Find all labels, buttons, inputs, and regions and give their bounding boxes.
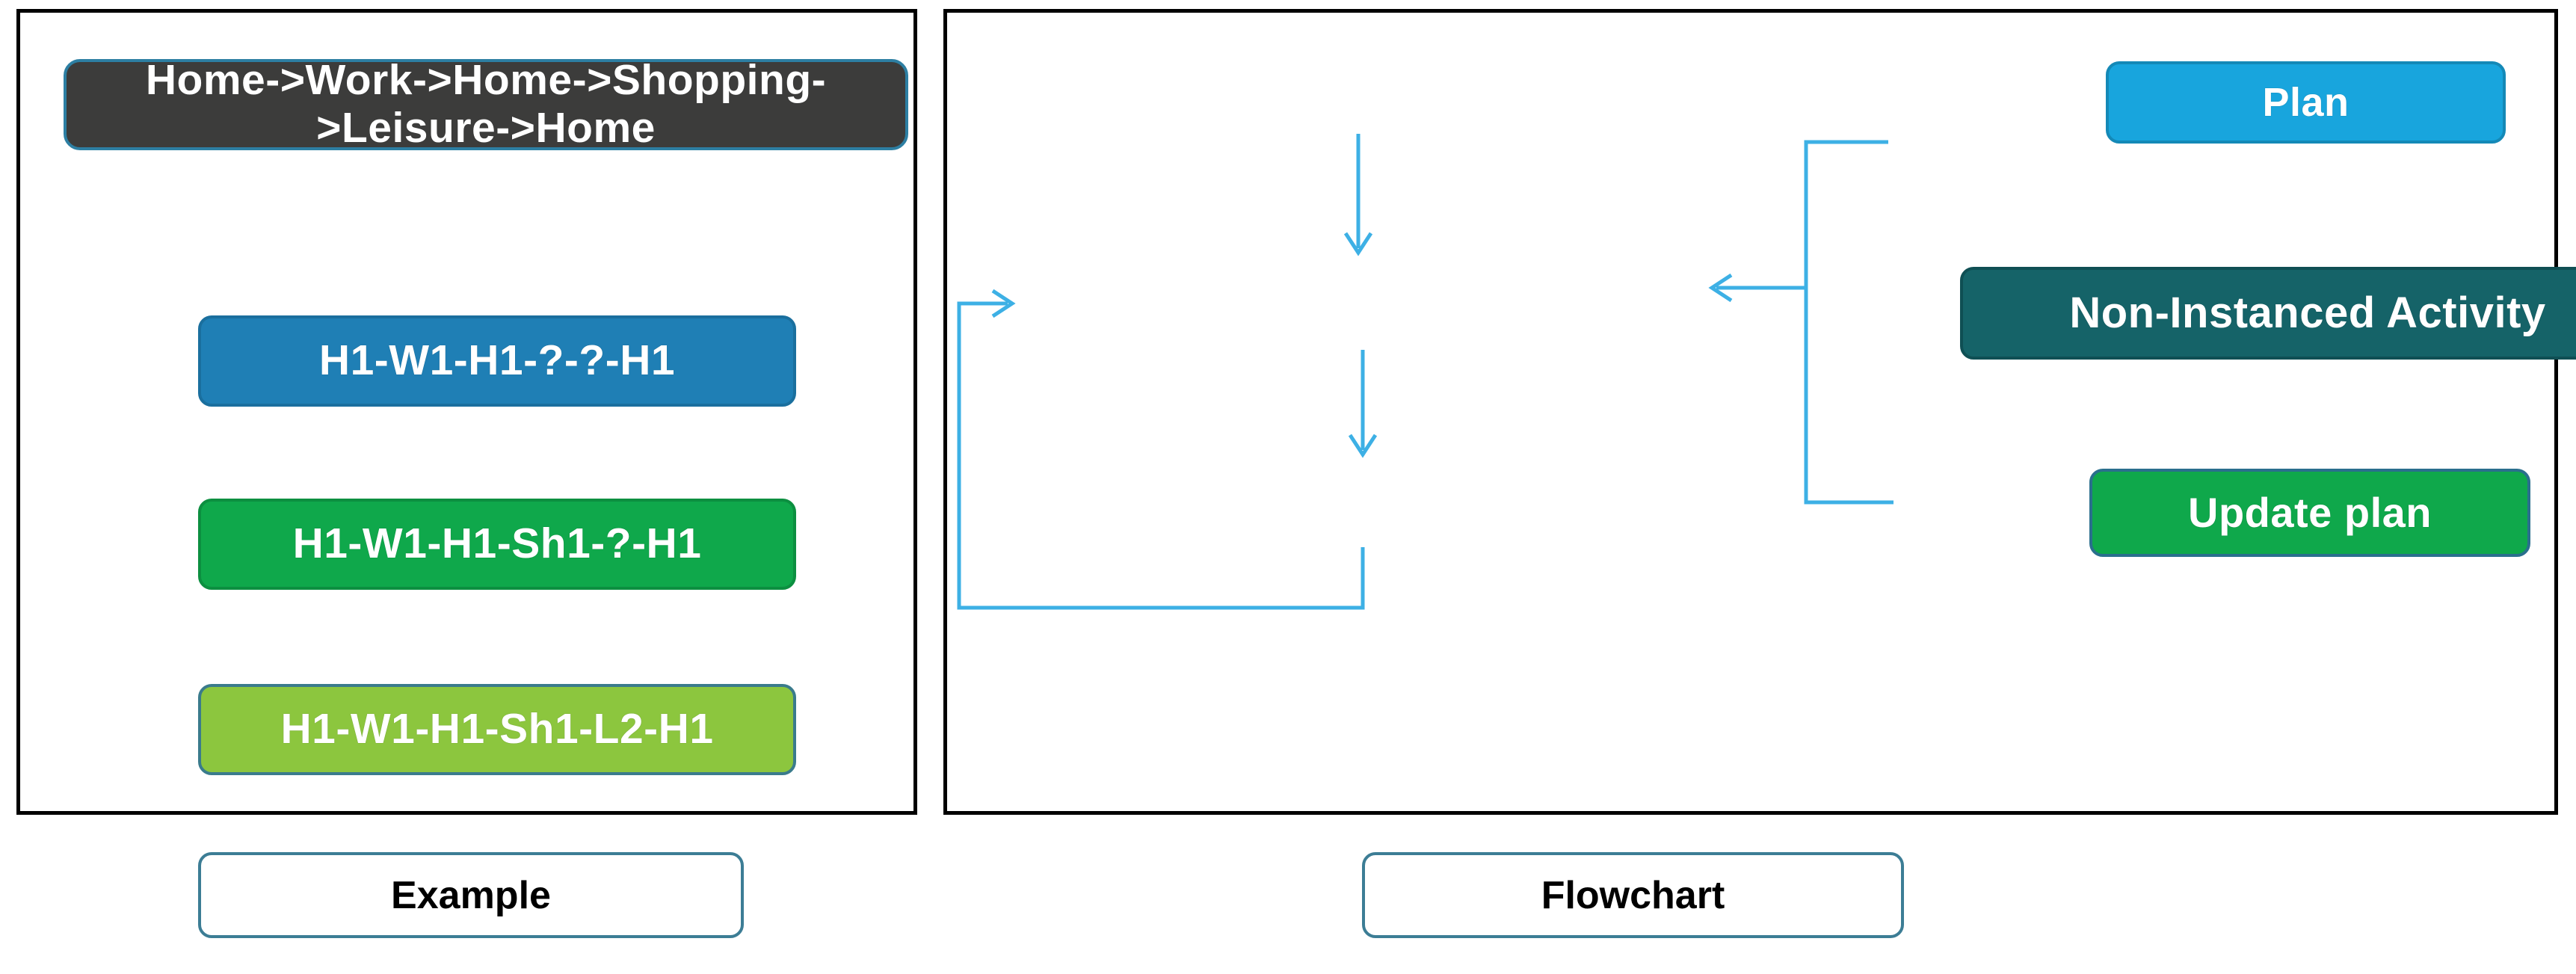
edge-strategy-to-trunk — [1804, 140, 1888, 288]
arrowhead-activity-to-update — [1348, 434, 1378, 458]
caption-example: Example — [198, 852, 744, 938]
arrowhead-trunk-into-activity — [1708, 273, 1733, 303]
node-sequence-green[interactable]: H1-W1-H1-Sh1-?-H1 — [198, 499, 796, 590]
example-panel: Home->Work->Home->Shopping->Leisure->Hom… — [16, 9, 917, 815]
node-update-plan[interactable]: Update plan — [2089, 469, 2530, 557]
flowchart-panel: Plan Non-Instanced Activity Update plan … — [943, 9, 2576, 815]
node-sequence-light-green[interactable]: H1-W1-H1-Sh1-L2-H1 — [198, 684, 796, 775]
arrowhead-feedback-into-activity — [991, 289, 1016, 318]
node-non-instanced-activity[interactable]: Non-Instanced Activity — [1960, 267, 2576, 360]
edge-activities-location-to-trunk — [1804, 288, 1894, 505]
node-plan[interactable]: Plan — [2106, 61, 2506, 144]
edge-update-feedback-loop — [957, 301, 1365, 610]
arrowhead-plan-to-activity — [1343, 232, 1373, 256]
node-sequence-blue[interactable]: H1-W1-H1-?-?-H1 — [198, 315, 796, 407]
node-activity-sequence[interactable]: Home->Work->Home->Shopping->Leisure->Hom… — [64, 56, 908, 152]
caption-flowchart: Flowchart — [1362, 852, 1904, 938]
